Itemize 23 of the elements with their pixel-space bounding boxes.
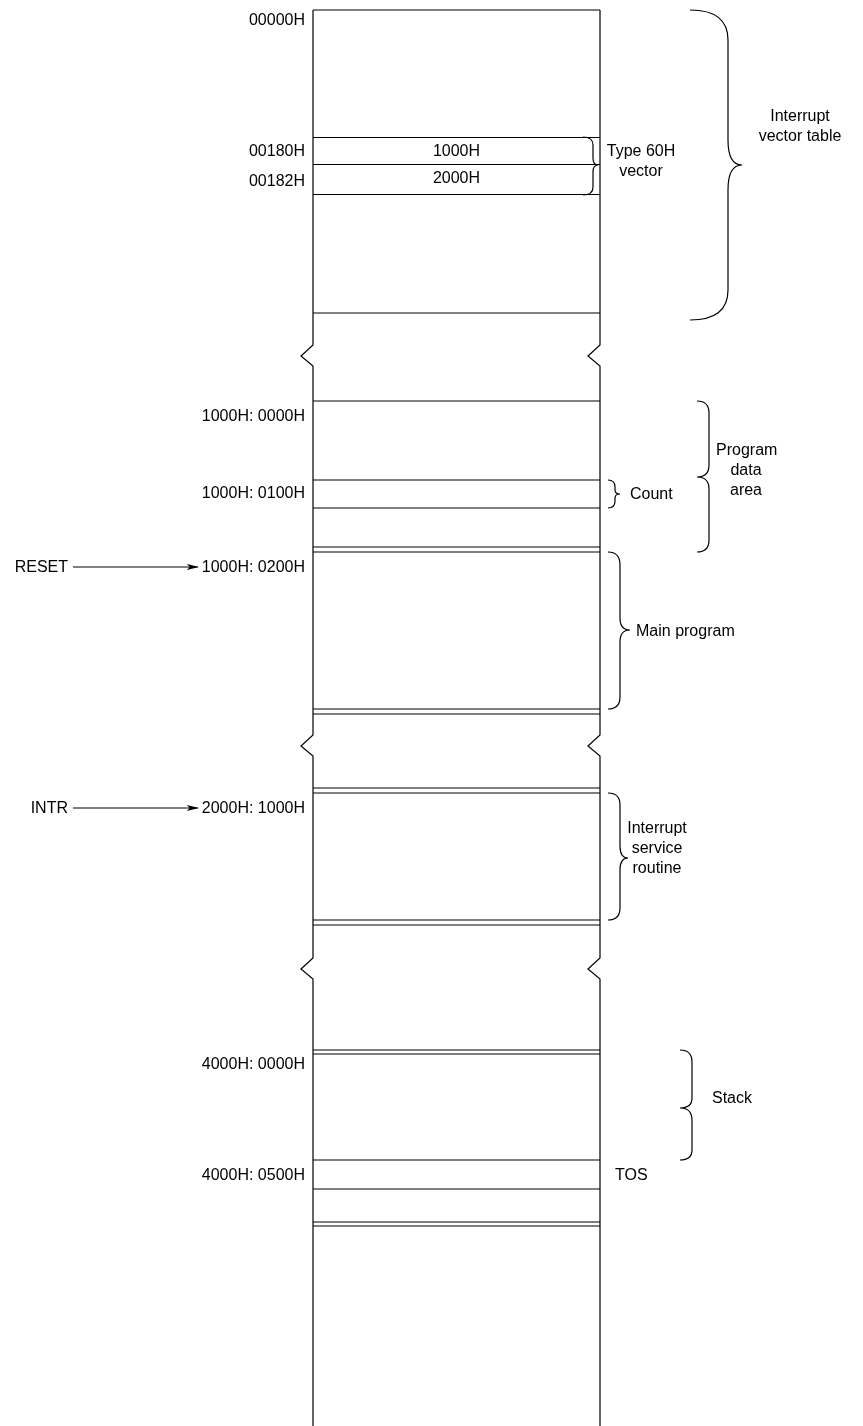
region-label: Interrupt service routine xyxy=(626,818,688,878)
address-label: 00180H xyxy=(248,141,305,161)
memory-word: 2000H xyxy=(313,165,600,195)
pointer-label: TOS xyxy=(615,1165,648,1185)
signal-label: INTR xyxy=(30,798,68,818)
memory-word: 1000H xyxy=(313,137,600,165)
region-label: Stack xyxy=(712,1088,752,1108)
region-label: Program data area xyxy=(716,440,776,500)
address-label: 1000H: 0000H xyxy=(201,406,305,426)
address-label: 1000H: 0100H xyxy=(201,483,305,503)
address-label: 4000H: 0500H xyxy=(201,1165,305,1185)
region-label: Interrupt vector table xyxy=(758,106,842,146)
region-label: Count xyxy=(630,484,673,504)
region-label: Main program xyxy=(636,621,735,641)
address-label: 00182H xyxy=(248,171,305,191)
address-label: 1000H: 0200H xyxy=(201,557,305,577)
address-label: 4000H: 0000H xyxy=(201,1054,305,1074)
arrow xyxy=(72,805,199,811)
signal-label: RESET xyxy=(14,557,68,577)
address-label: 2000H: 1000H xyxy=(201,798,305,818)
address-label: 00000H xyxy=(248,10,305,30)
region-label: Type 60H vector xyxy=(605,141,677,181)
arrow xyxy=(72,564,199,570)
